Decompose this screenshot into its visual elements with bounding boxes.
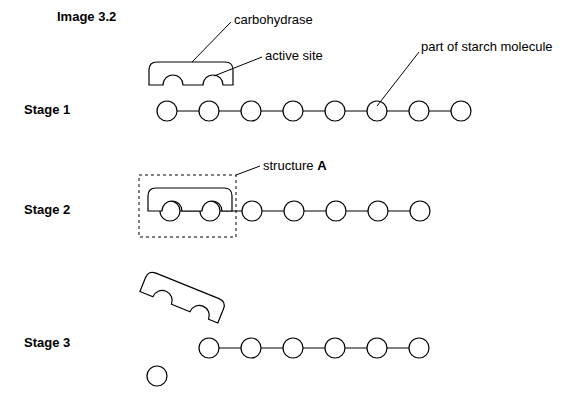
- glucose-unit: [199, 338, 219, 358]
- glucose-unit: [199, 101, 219, 121]
- glucose-unit: [241, 101, 261, 121]
- glucose-unit: [451, 101, 471, 121]
- glucose-unit: [409, 338, 429, 358]
- glucose-unit: [368, 201, 388, 221]
- glucose-unit: [147, 366, 167, 386]
- stage-label: Stage 3: [24, 335, 70, 351]
- part-label: active site: [265, 48, 323, 64]
- glucose-unit: [367, 101, 387, 121]
- glucose-unit: [283, 338, 303, 358]
- glucose-unit: [242, 201, 262, 221]
- stage-label: Stage 1: [24, 102, 70, 118]
- glucose-unit: [326, 201, 346, 221]
- leader-line: [214, 57, 262, 76]
- glucose-unit: [410, 201, 430, 221]
- figure-title: Image 3.2: [57, 9, 116, 25]
- leader-line: [236, 166, 260, 175]
- structure-label: structure A: [263, 158, 327, 174]
- leader-line: [377, 52, 419, 106]
- enzyme-shape: [148, 188, 232, 211]
- starch-chain: [199, 338, 429, 358]
- stage-label: Stage 2: [24, 202, 70, 218]
- glucose-unit: [284, 201, 304, 221]
- glucose-unit: [325, 101, 345, 121]
- dashed-box: [139, 175, 236, 237]
- glucose-unit: [367, 338, 387, 358]
- glucose-unit: [409, 101, 429, 121]
- glucose-unit: [241, 338, 261, 358]
- glucose-unit: [283, 101, 303, 121]
- glucose-unit: [325, 338, 345, 358]
- part-label: carbohydrase: [234, 12, 313, 28]
- starch-chain: [157, 101, 471, 121]
- enzyme-shape: [140, 270, 226, 323]
- leader-line: [192, 22, 231, 62]
- glucose-unit: [157, 101, 177, 121]
- part-label: part of starch molecule: [421, 39, 553, 55]
